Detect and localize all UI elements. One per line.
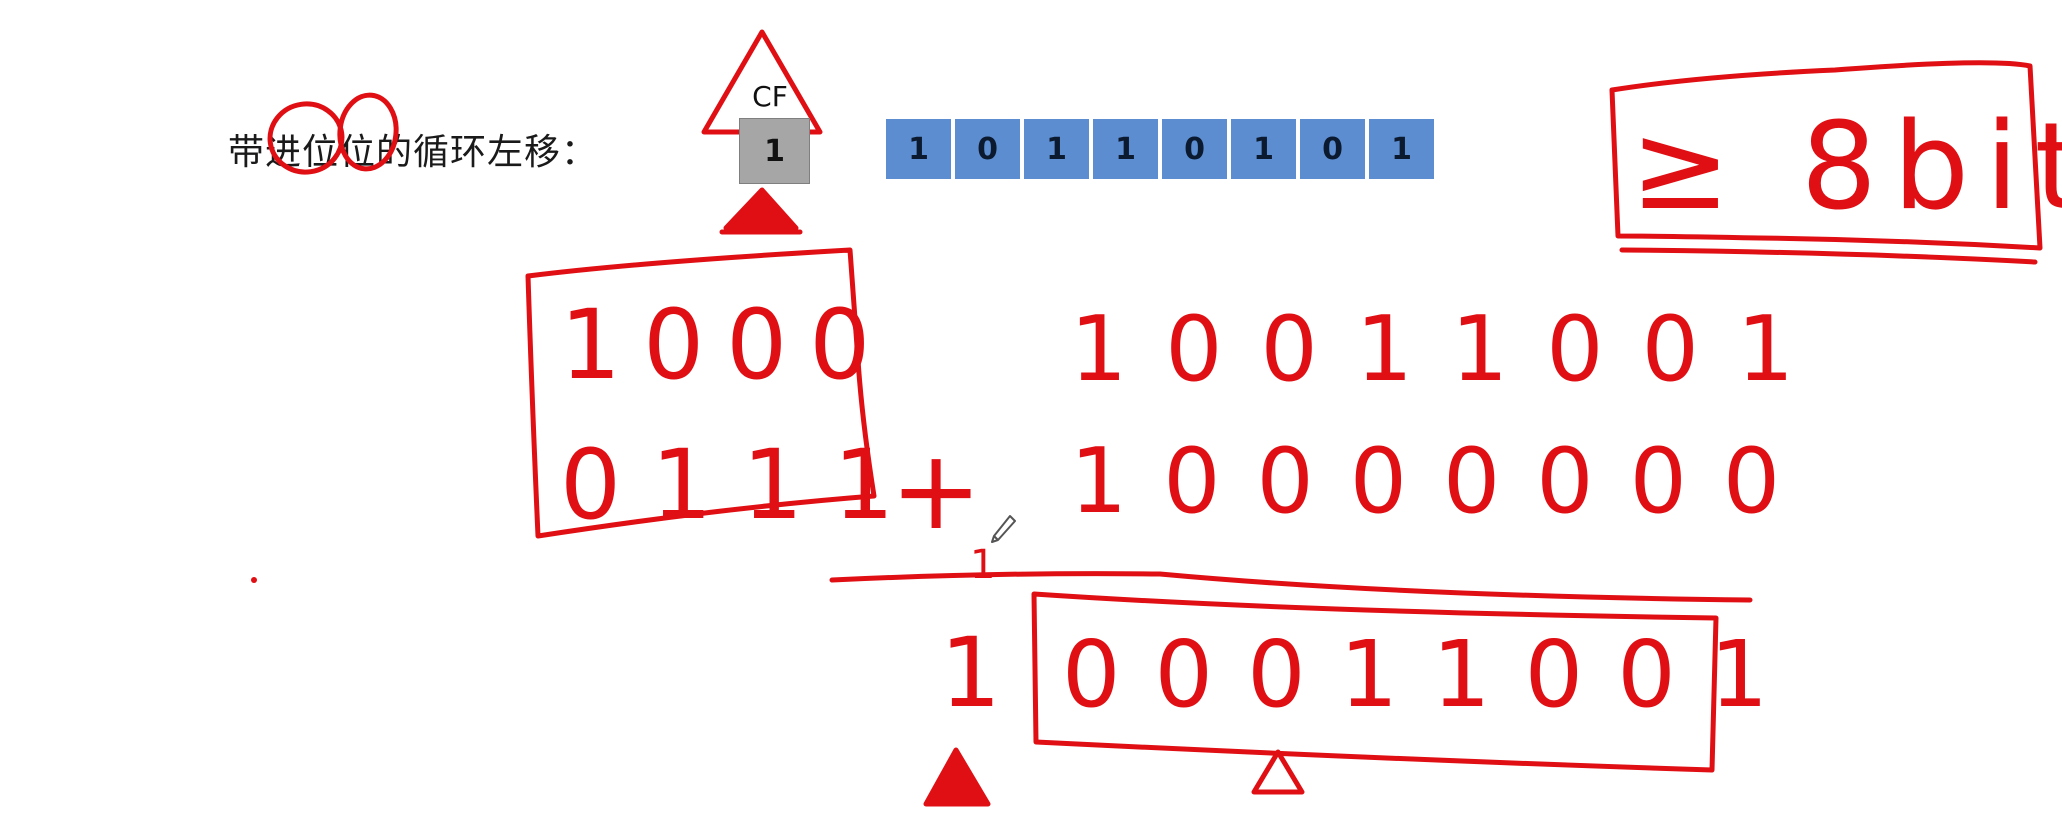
cf-label: CF — [752, 80, 788, 113]
sum-line — [829, 571, 1753, 603]
result-triangle-icon — [1251, 749, 1305, 795]
stray-dot — [251, 577, 257, 583]
result-box — [1031, 591, 1719, 773]
slide-title: 带进位位的循环左移： — [228, 132, 599, 173]
result-bits: 00011001 — [1062, 621, 1802, 728]
register-bit: 1 — [1022, 117, 1091, 181]
nibble-row-2: 0111 — [560, 429, 924, 541]
nibble-box — [525, 247, 877, 539]
cf-cell: 1 — [739, 118, 810, 184]
warning-triangle-icon — [723, 187, 799, 231]
size-note-box — [1609, 60, 2043, 251]
register-bit: 0 — [953, 117, 1022, 181]
register-bits-row: 1 0 1 1 0 1 0 1 — [884, 117, 1436, 181]
addend-2: 10000000 — [1070, 429, 1816, 534]
register-bit: 1 — [1367, 117, 1436, 181]
pencil-icon — [991, 515, 1016, 543]
register-bit: 1 — [1091, 117, 1160, 181]
size-note-underline — [1619, 247, 2038, 265]
plus-sign: + — [890, 426, 982, 554]
nibble-row-1: 1000 — [560, 289, 892, 401]
addend-1: 10011001 — [1070, 297, 1832, 402]
register-bit: 1 — [1229, 117, 1298, 181]
carry-mark: 1 — [970, 542, 995, 588]
result-carry: 1 — [940, 617, 1001, 729]
size-note-text: ≥ 8bit — [1630, 98, 2062, 237]
register-bit: 1 — [884, 117, 953, 181]
carry-triangle-icon — [923, 747, 991, 807]
register-bit: 0 — [1298, 117, 1367, 181]
register-bit: 0 — [1160, 117, 1229, 181]
